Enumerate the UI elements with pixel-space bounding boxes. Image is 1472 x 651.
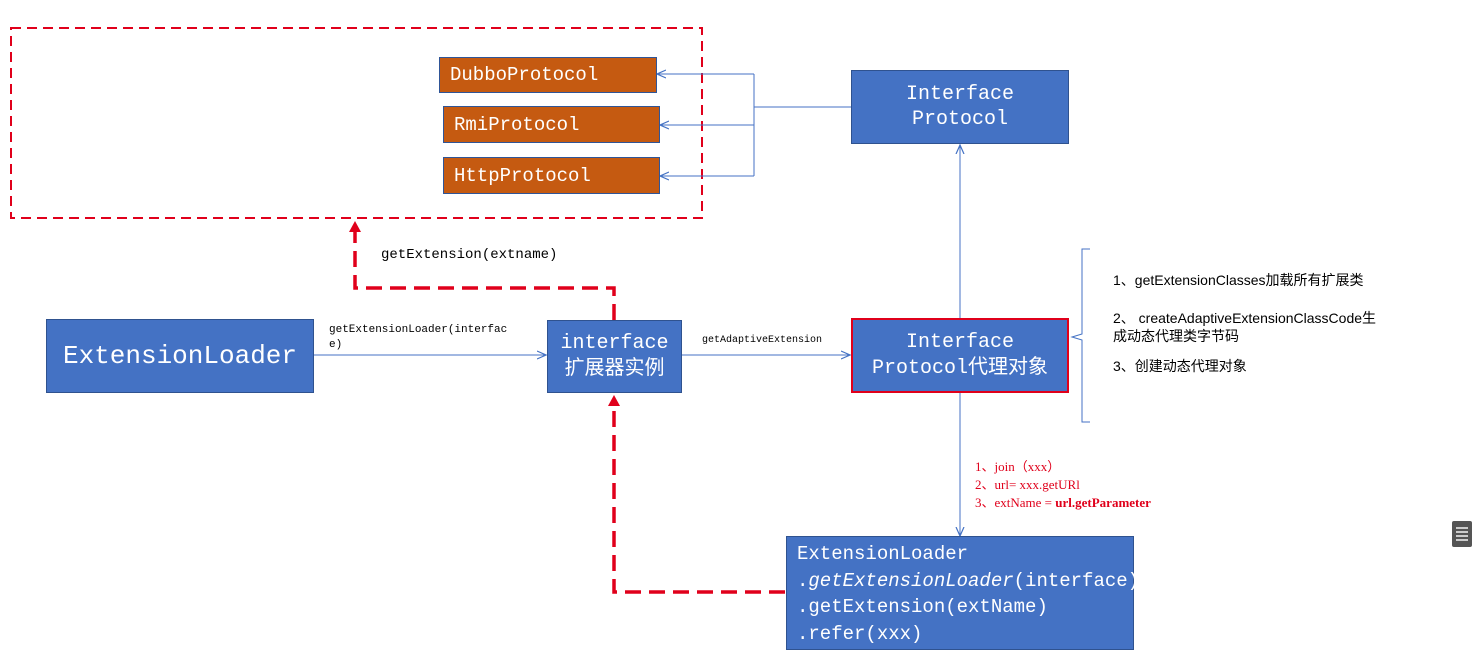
code-line-4: .refer(xxx) — [797, 622, 923, 645]
http-protocol-box: HttpProtocol — [443, 157, 660, 194]
proxy-step-1: 1、getExtensionClasses加载所有扩展类 — [1113, 272, 1364, 288]
get-loader-label-line1: getExtensionLoader(interfac — [329, 324, 508, 336]
refer-step-3-value: url.getParameter — [1055, 495, 1151, 510]
dubbo-protocol-box: DubboProtocol — [439, 57, 657, 93]
get-extension-dashed-arrow — [349, 221, 616, 320]
refer-step-3-prefix: 3、extName = — [975, 495, 1056, 510]
proxy-step-2-cont: 成动态代理类字节码 — [1113, 328, 1239, 344]
extension-instance-line2: 扩展器实例 — [564, 357, 665, 381]
code-line-2-method: getExtensionLoader — [808, 569, 1014, 592]
extension-instance-box: interface 扩展器实例 — [547, 320, 682, 393]
interface-to-impl-connectors — [657, 74, 851, 176]
protocol-proxy-line1: Interface — [905, 330, 1014, 354]
interface-protocol-box: Interface Protocol — [851, 70, 1069, 144]
interface-protocol-line2: Protocol — [911, 108, 1008, 131]
get-adaptive-label: getAdaptiveExtension — [702, 335, 823, 346]
get-loader-label-line2: e) — [329, 339, 343, 351]
code-line-3: .getExtension(extName) — [797, 596, 1048, 618]
refer-code-box: ExtensionLoader .getExtensionLoader(inte… — [786, 536, 1139, 650]
refer-steps-notes: 1、join（xxx） 2、url= xxx.getURl 3、extName … — [975, 458, 1151, 512]
protocol-proxy-box: Interface Protocol代理对象 — [851, 318, 1069, 393]
implementations-container — [10, 27, 703, 219]
refer-step-1: 1、join（xxx） — [975, 459, 1061, 474]
proxy-step-2: 2、 createAdaptiveExtensionClassCode生 — [1113, 310, 1377, 326]
grip-lines-icon — [1456, 527, 1468, 541]
get-loader-label: getExtensionLoader(interfac e) — [329, 323, 507, 353]
refer-dashed-arrow — [608, 395, 785, 594]
interface-protocol-line1: Interface — [905, 83, 1015, 106]
code-line-2-dot: . — [797, 569, 809, 592]
grip-handle-icon[interactable] — [1452, 521, 1472, 547]
code-line-2-arg: (interface) — [1013, 569, 1140, 592]
notes-bracket — [1070, 248, 1090, 423]
get-extension-label: getExtension(extname) — [381, 247, 558, 263]
extension-loader-box: ExtensionLoader — [46, 319, 314, 393]
proxy-step-3: 3、创建动态代理对象 — [1113, 358, 1247, 374]
refer-step-2: 2、url= xxx.getURl — [975, 477, 1080, 492]
code-line-1: ExtensionLoader — [797, 543, 969, 565]
protocol-proxy-line2: Protocol代理对象 — [871, 356, 1048, 380]
rmi-protocol-box: RmiProtocol — [443, 106, 660, 143]
refer-step-3: 3、extName = url.getParameter — [975, 494, 1151, 512]
code-line-2: .getExtensionLoader(interface) — [797, 568, 1139, 595]
proxy-steps-notes: 1、getExtensionClasses加载所有扩展类 2、 createAd… — [1113, 271, 1376, 375]
extension-instance-line1: interface — [560, 331, 669, 355]
